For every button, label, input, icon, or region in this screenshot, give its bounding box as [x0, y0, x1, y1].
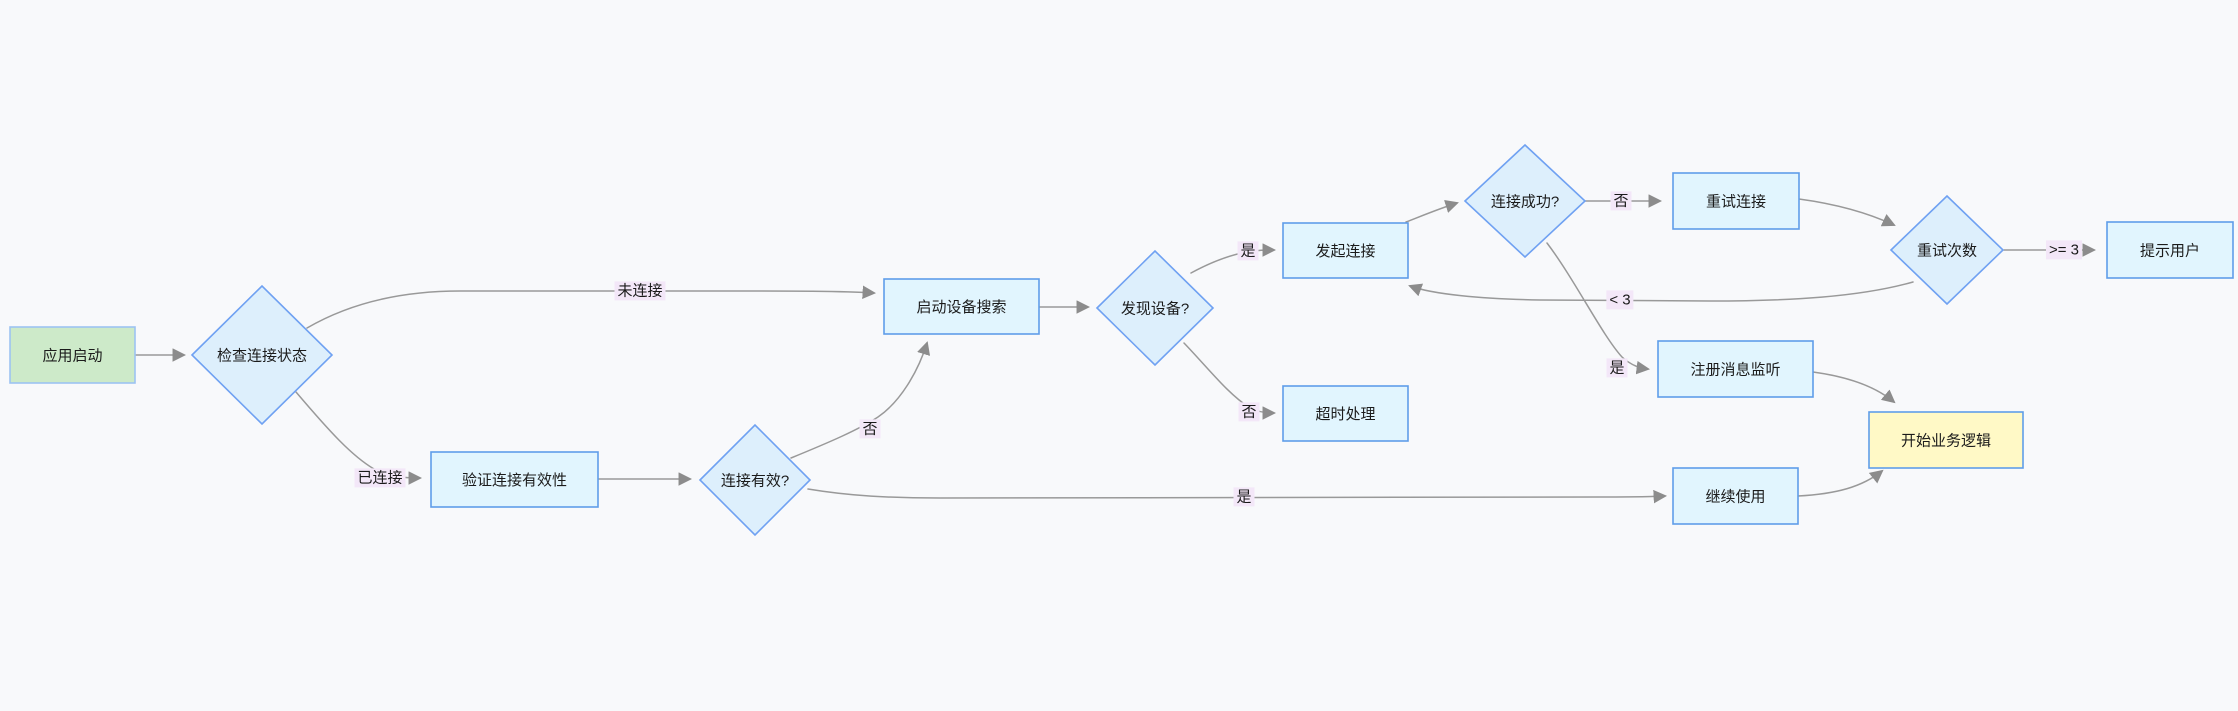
edge-label-valid-no-search: 否	[859, 419, 881, 439]
edge-register-to-business	[1812, 371, 1896, 404]
edge-connect-to-success	[1405, 199, 1459, 223]
edge-label-count-ge3-prompt: >= 3	[2045, 240, 2083, 260]
edge-success-yes-register	[1546, 242, 1651, 375]
node-verify-connection-validity	[430, 451, 599, 508]
node-label-continue-use: 继续使用	[1705, 488, 1765, 505]
edge-check-to-search	[306, 285, 877, 329]
node-label-app-start: 应用启动	[42, 346, 102, 364]
node-retry-connection	[1672, 172, 1800, 230]
node-connection-success	[1463, 143, 1587, 259]
node-label-retry-count: 重试次数	[1917, 242, 1977, 259]
node-label-start-business-logic: 开始业务逻辑	[1901, 432, 1991, 449]
node-connection-valid	[698, 423, 812, 537]
node-initiate-connection	[1282, 222, 1409, 279]
node-app-start	[9, 326, 136, 384]
edge-label-found-no-timeout: 否	[1238, 402, 1260, 422]
edge-retry-to-count	[1798, 198, 1896, 227]
edge-label-valid-yes-continue: 是	[1233, 487, 1255, 507]
node-label-initiate-connection: 发起连接	[1315, 243, 1375, 260]
node-label-register-message-listener: 注册消息监听	[1690, 361, 1780, 378]
node-label-check-connection-status: 检查连接状态	[217, 347, 307, 364]
node-retry-count	[1889, 194, 2005, 306]
edge-label-success-yes-register: 是	[1606, 358, 1628, 378]
node-label-timeout-handling: 超时处理	[1315, 406, 1375, 423]
edge-label-count-lt3-connect: < 3	[1606, 290, 1634, 310]
edge-count-lt3-connect	[1408, 281, 1914, 302]
node-label-connection-valid: 连接有效?	[721, 472, 789, 489]
edge-valid-yes-continue	[807, 488, 1668, 504]
edge-label-found-yes-connect: 是	[1237, 241, 1259, 261]
edge-found-no-timeout	[1183, 342, 1277, 420]
edge-continue-to-business	[1797, 469, 1884, 497]
node-continue-use	[1672, 467, 1799, 525]
node-label-prompt-user: 提示用户	[2140, 242, 2200, 259]
edge-check-to-verify	[295, 391, 423, 485]
edge-found-yes-connect	[1190, 243, 1277, 274]
edge-label-check-to-search: 未连接	[614, 281, 666, 301]
edge-label-success-no-retry: 否	[1610, 191, 1632, 211]
edge-label-check-to-verify: 已连接	[354, 468, 406, 488]
node-label-retry-connection: 重试连接	[1706, 193, 1766, 210]
node-timeout-handling	[1282, 385, 1409, 442]
node-label-verify-connection-validity: 验证连接有效性	[462, 472, 567, 489]
node-label-device-found: 发现设备?	[1121, 300, 1189, 317]
edge-valid-no-search	[790, 341, 931, 459]
node-start-device-search	[883, 278, 1040, 335]
node-check-connection-status	[190, 284, 334, 426]
node-label-connection-success: 连接成功?	[1491, 193, 1559, 210]
node-device-found	[1095, 249, 1215, 367]
node-prompt-user	[2106, 221, 2234, 279]
node-register-message-listener	[1657, 340, 1814, 398]
node-start-business-logic	[1868, 411, 2024, 469]
node-label-start-device-search: 启动设备搜索	[916, 299, 1006, 316]
